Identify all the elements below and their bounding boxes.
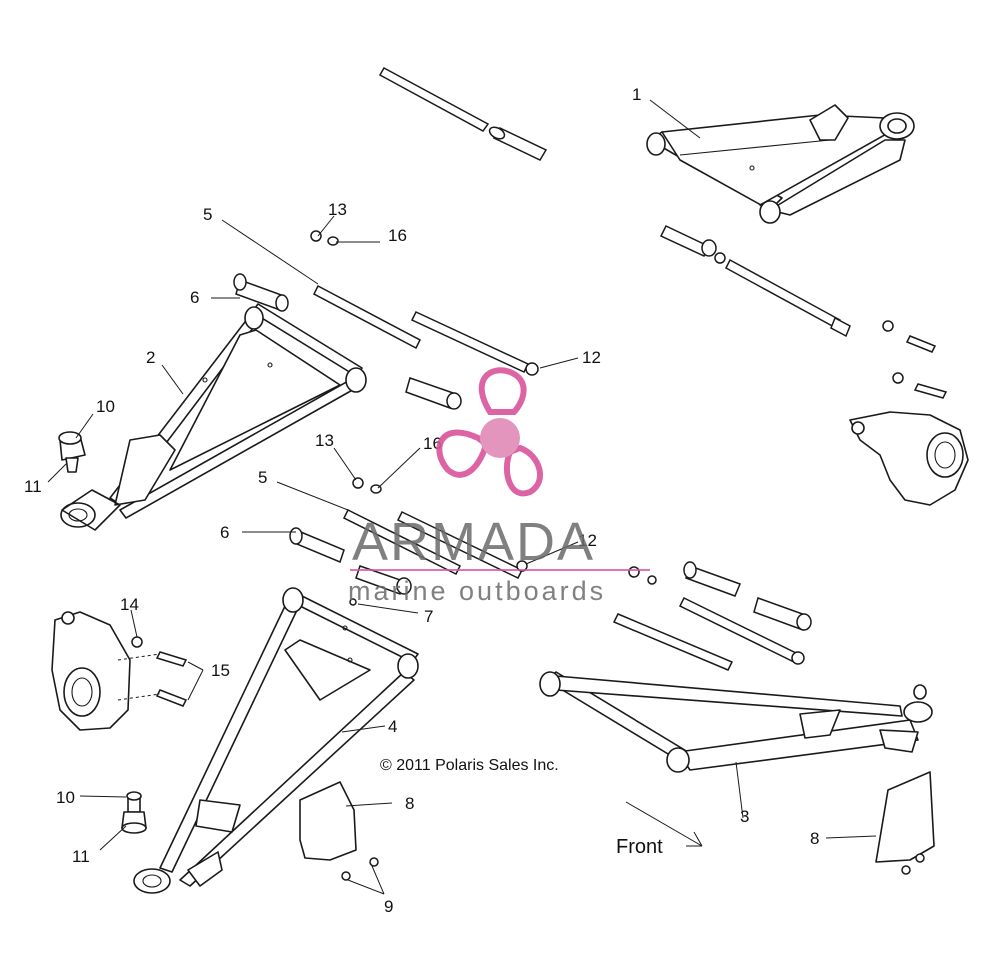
callout-15: 15 [211,661,230,680]
callout-14: 14 [120,595,139,614]
copyright-text: © 2011 Polaris Sales Inc. [380,757,559,774]
front-label: Front [616,836,663,858]
armada-logo [436,367,543,497]
rod-5-lower [342,508,528,579]
callout-3: 3 [740,807,749,826]
rod-5-upper [313,284,421,350]
callout-5-upper: 5 [203,205,212,224]
callout-13-upper: 13 [328,200,347,219]
screws-9 [341,857,379,881]
callout-7: 7 [424,607,433,626]
callout-6-upper: 6 [190,288,199,307]
callout-16-upper: 16 [388,226,407,245]
guard-plate-right [875,771,935,863]
a-arm-right-lower [539,671,933,773]
watermark-brand: ARMADA [352,512,595,572]
callout-2: 2 [146,348,155,367]
bushing-middle [405,377,462,410]
bolts-right-upper [882,320,948,399]
bushing-6-lower [289,527,345,564]
callout-12-lower: 12 [578,531,597,550]
callout-11-upper: 11 [24,477,42,496]
right-steering-knuckle [849,411,969,506]
nut-washer-lower [352,477,382,494]
callout-5-lower: 5 [258,468,267,487]
nut-washer-upper [310,230,339,246]
a-arm-left-lower [133,587,419,894]
callout-4: 4 [388,717,397,736]
callout-11-lower: 11 [72,847,90,866]
knuckle-bolts [117,636,188,707]
ball-joint-left-upper [58,431,86,473]
callout-numbers: 1 2 3 4 5 5 6 6 7 8 8 9 10 10 11 11 12 1… [24,85,819,916]
guard-plate-left [299,781,357,861]
callout-12-upper: 12 [582,348,601,367]
screws-right [901,853,925,875]
rod-12-upper [410,311,539,376]
ball-joint-left-lower [121,791,147,834]
front-arrow [625,801,703,847]
callout-1: 1 [632,85,641,104]
right-lower-hardware [612,561,812,671]
top-pivot-rod [378,66,548,161]
bushing-6-upper [233,273,289,312]
callout-10-lower: 10 [56,788,75,807]
grease-fitting-7 [349,598,357,606]
upper-rod-right [659,225,851,338]
callout-9: 9 [384,897,393,916]
watermark-tagline: marine outboards [348,576,606,606]
leader-lines [47,99,877,895]
bushing-lower-center [355,565,412,595]
callout-10-upper: 10 [96,397,115,416]
upper-a-arm-right [646,104,915,224]
a-arm-left-upper [60,303,367,531]
left-steering-knuckle [51,611,131,731]
callout-13-lower: 13 [315,431,334,450]
callout-8-left: 8 [405,794,414,813]
callout-6-lower: 6 [220,523,229,542]
callout-8-right: 8 [810,829,819,848]
